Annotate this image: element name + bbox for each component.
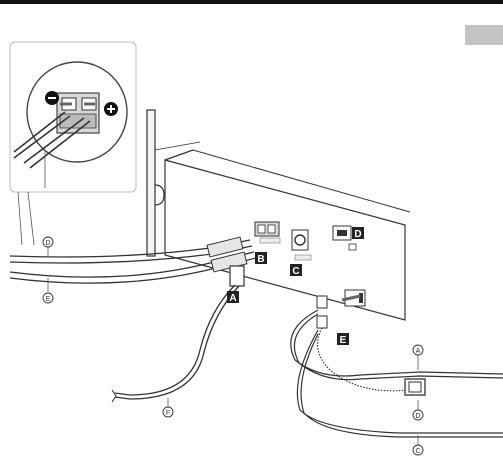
- unit-rear-panel: [165, 150, 410, 320]
- cable-label-a-right-text: A: [416, 348, 421, 355]
- minus-polarity-icon: [45, 91, 59, 105]
- cable-label-c-right: C: [413, 445, 423, 455]
- plus-polarity-icon: [104, 102, 118, 116]
- cable-label-d-right: D: [413, 410, 423, 420]
- callout-d-text: D: [354, 229, 361, 240]
- callout-b-text: B: [257, 254, 264, 265]
- fm-antenna: [147, 110, 200, 256]
- cable-label-f-bottom: F: [163, 407, 173, 417]
- callout-c: C: [290, 264, 302, 277]
- cable-label-d-right-text: D: [415, 413, 420, 420]
- cable-label-d-left-text: D: [45, 240, 50, 247]
- cable-label-e-left-text: E: [46, 296, 51, 303]
- callout-a: A: [227, 291, 239, 304]
- cable-label-a-right: A: [413, 345, 423, 355]
- cable-label-e-left: E: [43, 293, 53, 303]
- antenna-cables: [291, 296, 503, 446]
- callout-e: E: [337, 333, 349, 346]
- callout-c-text: C: [292, 266, 299, 277]
- cable-label-f-bottom-text: F: [166, 410, 170, 417]
- callout-b: B: [255, 252, 267, 265]
- cable-label-c-right-text: C: [415, 448, 420, 455]
- callout-a-text: A: [229, 293, 236, 304]
- terminal-inset: [10, 42, 136, 192]
- callout-d: D: [352, 227, 364, 240]
- callout-e-text: E: [340, 335, 347, 346]
- power-cable: [112, 266, 244, 410]
- cable-label-d-left: D: [43, 237, 53, 247]
